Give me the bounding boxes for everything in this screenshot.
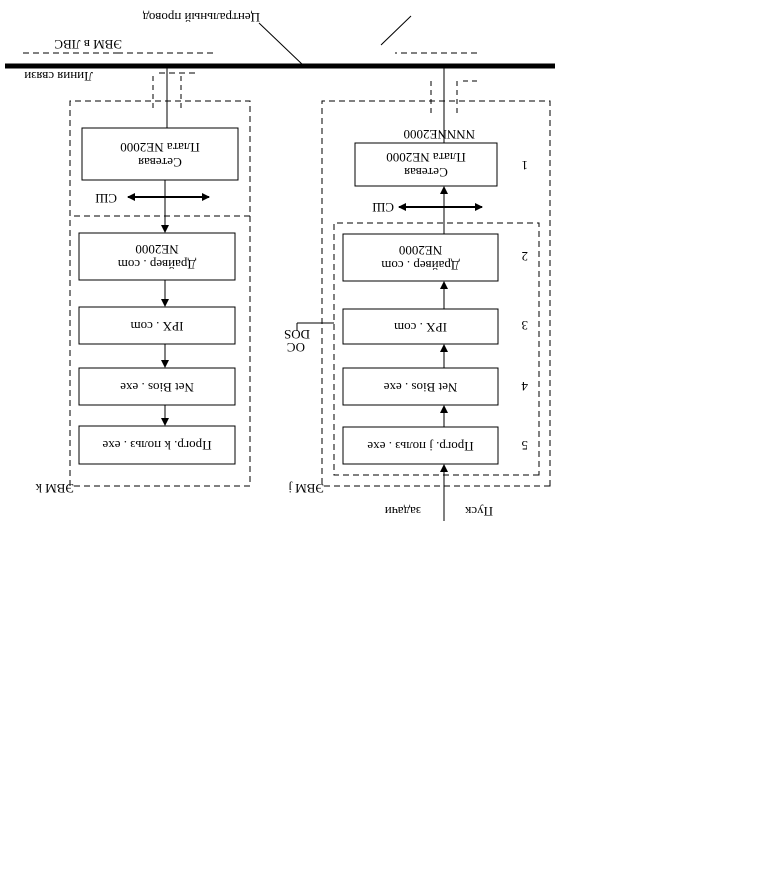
task-line2: задачи [384,504,421,519]
k-netcard-label: Сетевая Плата NE2000 [82,128,238,180]
k-netcard-line2: Плата NE2000 [120,140,200,155]
computer-k-title: ЭВМ k [35,481,74,496]
j-num-3: 3 [521,318,529,333]
central-wire-label: Центральный провод [142,10,260,25]
lan-computers-label: ЭВМ в ЛВС [54,37,122,52]
k-netcard-box [81,127,239,181]
os-line2: DOS [283,327,310,342]
j-num-4: 4 [521,379,529,394]
j-userprog-box [342,426,499,465]
k-driver-label: Драйвер . com NE2000 [79,233,235,280]
k-netbios-box [78,367,236,406]
right-pointer [380,15,412,46]
k-driver-box [78,232,236,281]
j-ipx-box [342,308,499,345]
j-ipx-label: IPX . com [393,319,448,335]
k-driver-line1: Драйвер . com [117,257,197,273]
j-netcard-line2: Плата NE2000 [386,150,466,166]
j-userprog-label: Прогр. j польз . exe [367,438,474,454]
j-num-5: 5 [521,438,529,453]
j-netcard-label: Сетевая Плата NE2000 [355,143,497,186]
j-netcard-box [354,142,498,187]
task-line1: Пуск [465,504,493,519]
j-netbios-box [342,367,499,406]
j-driver-line2: NE2000 [398,243,443,259]
j-driver-box [342,233,499,282]
j-bus-label: СШ [372,200,394,215]
k-userprog-label: Прогр. k польз . exe [102,438,212,454]
j-card-address: NNNNE2000 [403,127,476,142]
central-wire-pointer [258,22,305,67]
computer-j-border [321,100,551,487]
j-driver-label: Драйвер . com NE2000 [343,234,498,281]
computer-k-border [69,100,251,487]
os-dos-border [333,222,540,476]
j-netbios-label: Net Bios . exe [383,379,458,395]
k-netcard-line1: Сетевая [138,154,182,170]
k-ipx-box [78,306,236,345]
k-ipx-label: IPX . com [130,318,184,334]
j-num-2: 2 [521,249,529,264]
k-bus-label: СШ [95,191,117,206]
os-line1: ОС [286,340,305,355]
k-driver-line2: NE2000 [135,242,179,258]
k-userprog-box [78,425,236,465]
comm-line-label: Линия связи [24,69,93,84]
j-netcard-line1: Сетевая [404,165,448,181]
k-netbios-label: Net Bios . exe [120,379,194,395]
j-driver-line1: Драйвер . com [381,258,460,274]
computer-j-title: ЭВМ j [288,481,324,496]
j-num-1: 1 [521,158,529,173]
